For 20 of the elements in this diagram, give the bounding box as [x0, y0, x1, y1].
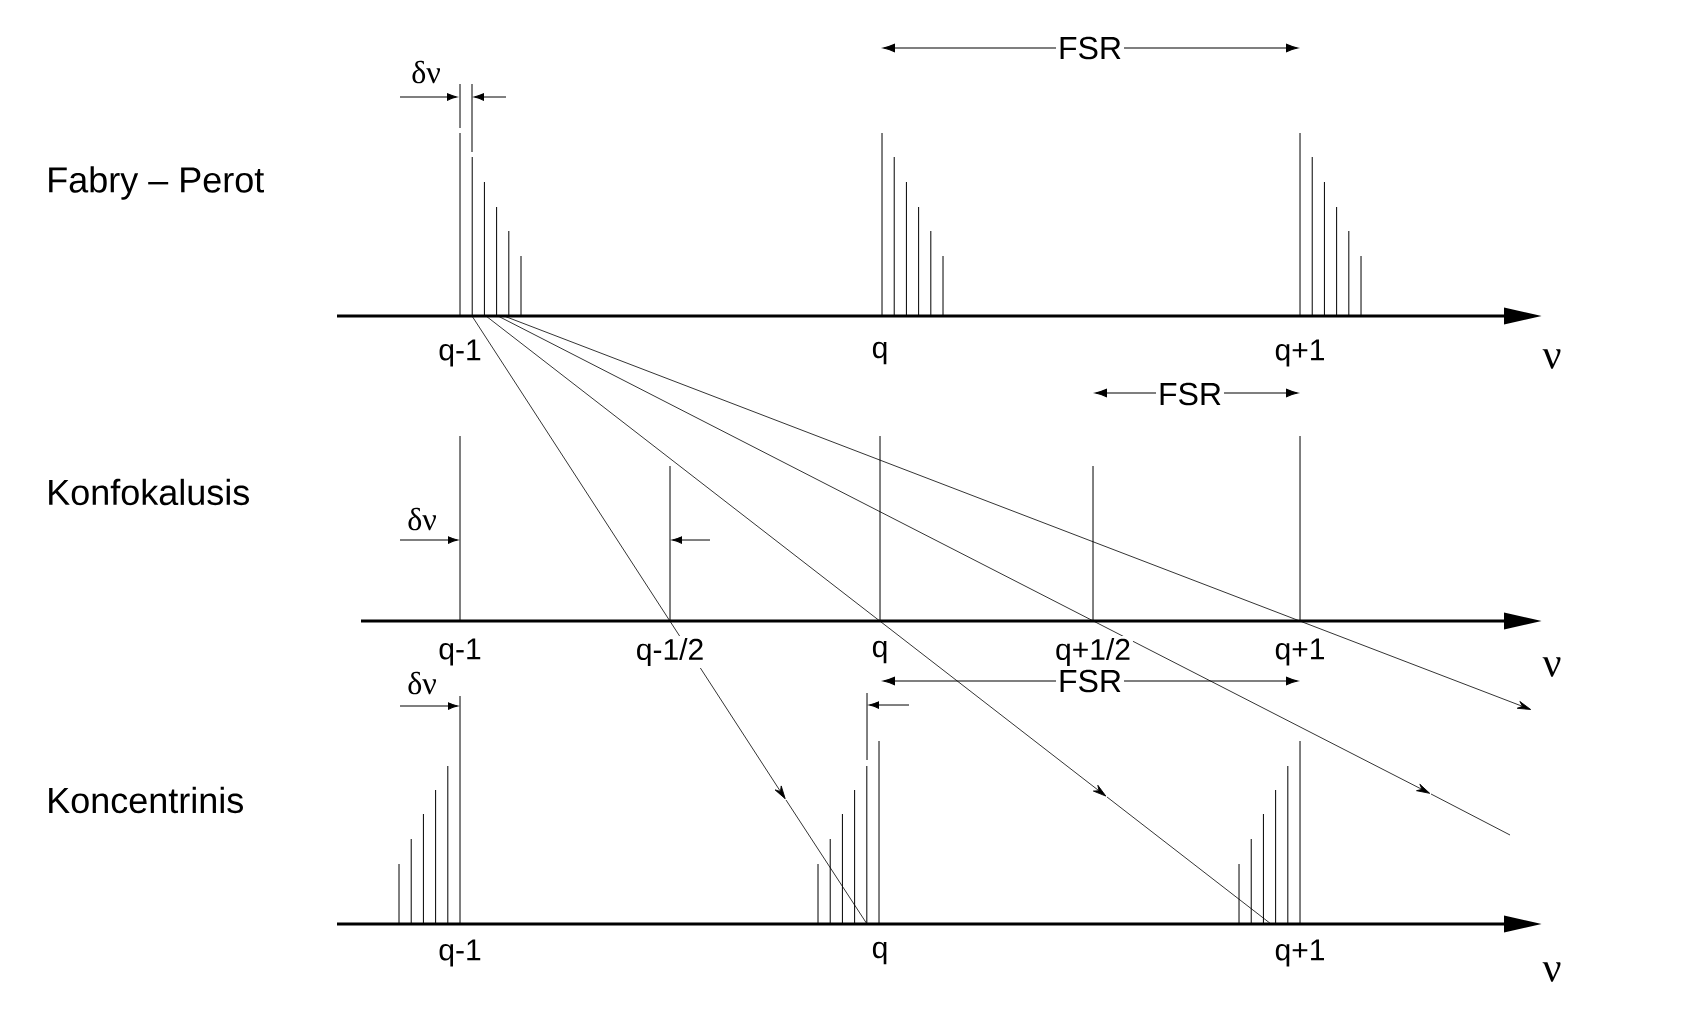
row-label: Koncentrinis: [44, 784, 247, 816]
axis-label: q-1: [436, 337, 484, 369]
axis-label: ν: [1540, 347, 1564, 371]
axis-label: ν: [1540, 655, 1564, 679]
axis-label: q+1/2: [1053, 636, 1133, 668]
axis-label: q+1: [1272, 937, 1328, 969]
axis-label: q-1: [436, 636, 484, 668]
axis-label: q-1: [436, 937, 484, 969]
axis-label: q-1/2: [633, 636, 707, 668]
dimension-label: δν: [409, 58, 443, 86]
dimension-label: FSR: [1156, 380, 1224, 408]
axis-label: q+1: [1272, 636, 1328, 668]
dimension-label: FSR: [1056, 667, 1124, 695]
axis-label: q+1: [1272, 337, 1328, 369]
dimension-label: δν: [405, 669, 439, 697]
row-label: Konfokalusis: [44, 476, 253, 508]
dimension-label: FSR: [1056, 34, 1124, 62]
dimension-label: δν: [405, 505, 439, 533]
row-label: Fabry – Perot: [44, 164, 267, 202]
axis-label: ν: [1540, 960, 1564, 984]
